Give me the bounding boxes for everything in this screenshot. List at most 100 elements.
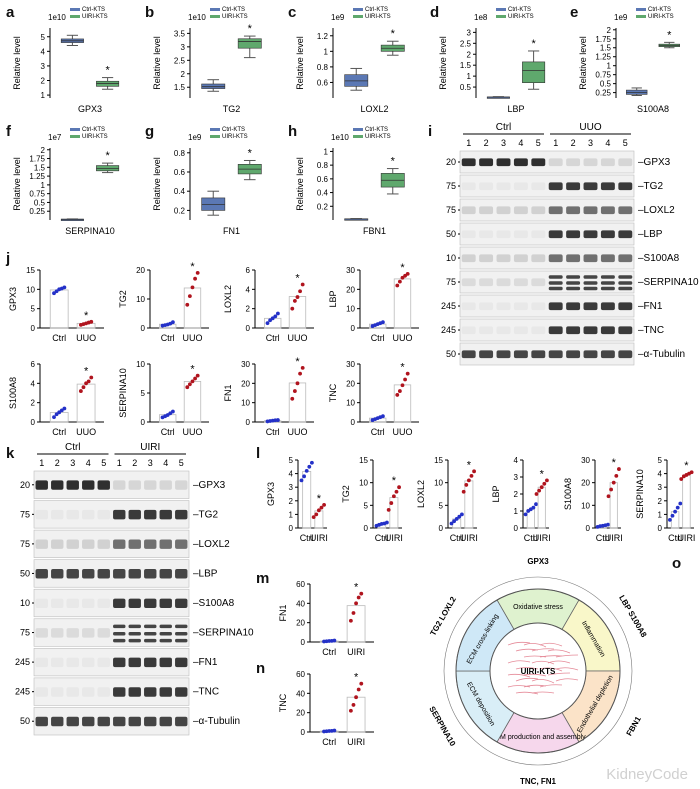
data-point — [292, 299, 297, 303]
box-ctrl — [201, 197, 226, 211]
band — [513, 158, 528, 167]
band — [600, 286, 615, 291]
data-point — [464, 483, 469, 487]
x-tick-label: Ctrl — [668, 533, 682, 543]
band — [600, 326, 615, 335]
data-point — [84, 381, 88, 386]
legend-label-uiri: UIRI-KTS — [82, 134, 108, 140]
band — [113, 638, 126, 643]
x-tick-label: Ctrl — [300, 533, 314, 543]
legend-swatch-ctrl — [636, 8, 646, 11]
data-point — [675, 505, 680, 510]
exponent-label: 1e10 — [188, 13, 206, 22]
fiber-strand — [507, 641, 531, 646]
fiber-strand — [555, 667, 579, 671]
data-point — [190, 285, 195, 290]
mw-marker: 245 — [15, 687, 30, 697]
band — [159, 624, 172, 629]
band — [479, 278, 494, 287]
data-point — [386, 507, 391, 512]
band — [583, 206, 598, 215]
y-tick-label: 2 — [514, 490, 519, 499]
significance-star: * — [248, 147, 253, 159]
data-point — [452, 519, 456, 524]
band — [566, 206, 581, 215]
band — [159, 716, 172, 727]
y-tick-label: 15 — [359, 456, 368, 465]
y-tick-label: 4 — [514, 456, 519, 465]
y-axis-label: Relative level — [12, 36, 22, 90]
band — [618, 254, 633, 263]
band — [66, 598, 79, 609]
mw-marker: 50 — [446, 229, 456, 239]
data-point — [397, 389, 402, 393]
band — [175, 716, 188, 727]
fiber-strand — [523, 673, 547, 677]
y-tick-label: 0 — [439, 524, 444, 533]
legend-label-uiri: UIRI-KTS — [365, 134, 391, 140]
data-point — [195, 373, 200, 378]
data-point — [59, 408, 64, 413]
lane-number: 1 — [466, 138, 471, 148]
y-axis-label: LOXL2 — [416, 480, 426, 508]
y-tick-label: 0 — [31, 418, 36, 427]
data-point — [190, 379, 195, 384]
mean-bar — [288, 382, 307, 423]
panel-letter-f: f — [6, 123, 11, 140]
data-point — [354, 695, 358, 700]
x-tick-label: Ctrl — [371, 333, 385, 343]
y-tick-label: 2 — [41, 77, 46, 86]
y-axis-label: Relative level — [578, 36, 588, 90]
band — [113, 539, 126, 549]
band — [618, 350, 633, 359]
data-point — [397, 279, 402, 284]
fiber-strand — [531, 660, 555, 665]
band — [113, 716, 126, 727]
y-tick-label: 2 — [289, 497, 294, 506]
band — [175, 569, 188, 579]
y-tick-label: 2 — [607, 26, 612, 35]
y-tick-label: 2 — [246, 305, 251, 314]
y-tick-label: 30 — [241, 360, 250, 369]
y-tick-label: 4 — [246, 285, 251, 294]
data-point — [461, 489, 466, 494]
data-point — [78, 389, 83, 393]
data-point — [466, 478, 471, 483]
exponent-label: 1e10 — [48, 13, 66, 22]
significance-star: * — [400, 362, 405, 374]
x-tick-label: Ctrl — [322, 737, 336, 747]
y-tick-label: 0 — [351, 324, 356, 333]
band — [144, 569, 157, 579]
y-tick-label: 5 — [41, 33, 46, 42]
data-point — [469, 473, 474, 478]
data-point — [381, 414, 385, 419]
protein-label: –S100A8 — [193, 598, 235, 609]
y-tick-label: 0.5 — [34, 198, 46, 207]
x-tick-label: UUO — [287, 427, 307, 437]
y-axis-label: TG2 — [341, 485, 351, 503]
panel-letter-c: c — [288, 4, 297, 21]
significance-star: * — [400, 262, 405, 274]
legend-label-uiri: UIRI-KTS — [365, 14, 391, 20]
lane-number: 4 — [86, 458, 91, 468]
protein-label: –FN1 — [638, 301, 663, 312]
data-point — [457, 514, 462, 519]
band — [66, 657, 79, 668]
band — [583, 254, 598, 263]
legend-swatch-ctrl — [70, 8, 80, 11]
band — [113, 657, 126, 668]
band — [513, 302, 528, 311]
y-tick-label: 0 — [246, 324, 251, 333]
significance-star: * — [684, 460, 689, 472]
data-point — [348, 618, 353, 623]
mw-marker: 245 — [15, 657, 30, 667]
band — [618, 206, 633, 215]
data-point — [348, 708, 353, 713]
x-tick-label: Ctrl — [161, 333, 175, 343]
band — [97, 569, 110, 579]
x-tick-label: Ctrl — [450, 533, 464, 543]
band — [159, 539, 172, 549]
y-axis-label: Relative level — [295, 157, 305, 211]
